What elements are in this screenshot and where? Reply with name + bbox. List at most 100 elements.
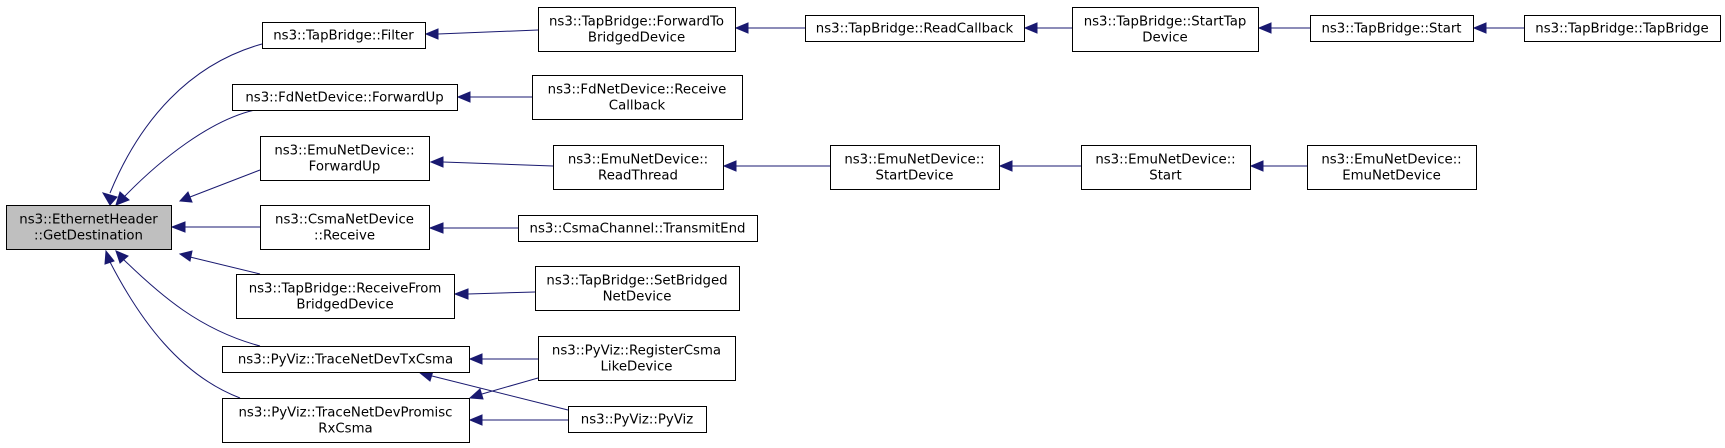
node-label: ns3::EmuNetDevice:: <box>844 153 984 168</box>
arrow-head <box>722 160 737 172</box>
node-csmarecv[interactable]: ns3::CsmaNetDevice::Receive <box>260 205 430 250</box>
node-pyviz[interactable]: ns3::PyViz::PyViz <box>568 406 707 433</box>
node-box <box>1307 145 1477 190</box>
edge-tbctor-to-tbstart <box>1472 22 1524 34</box>
edge-fdrecvcb-to-fdfwd <box>456 91 532 103</box>
node-label: Callback <box>609 99 666 114</box>
arrow-head <box>115 250 129 264</box>
edge-emuctor-to-emustart <box>1249 160 1307 172</box>
arrow-head <box>178 250 193 262</box>
edge-filter-to-root <box>101 43 263 206</box>
call-edges <box>101 22 1524 426</box>
arrow-head <box>101 192 118 206</box>
node-box <box>232 84 458 111</box>
arrow-head <box>428 222 444 234</box>
node-label: ns3::PyViz::RegisterCsma <box>552 344 721 359</box>
node-label: RxCsma <box>318 422 372 437</box>
edge-tbreadcb-to-tbfwdto <box>734 22 805 34</box>
edge-line <box>481 377 539 395</box>
arrow-head <box>429 156 444 168</box>
node-box <box>535 266 740 311</box>
node-emustartdev[interactable]: ns3::EmuNetDevice::StartDevice <box>830 145 1000 190</box>
node-label: ns3::CsmaChannel::TransmitEnd <box>530 222 746 237</box>
edge-line <box>124 109 256 197</box>
edge-line <box>437 29 539 35</box>
node-pytx[interactable]: ns3::PyViz::TraceNetDevTxCsma <box>222 346 470 373</box>
node-tbctor[interactable]: ns3::TapBridge::TapBridge <box>1524 15 1721 42</box>
edge-tbsetbr-to-tbrecv <box>453 288 536 300</box>
node-box <box>538 336 736 381</box>
node-box <box>1524 15 1721 42</box>
edge-tbrecv-to-root <box>178 250 261 275</box>
node-box <box>236 274 455 319</box>
arrow-head <box>453 288 469 300</box>
node-label: ns3::TapBridge::ReceiveFrom <box>249 282 442 297</box>
node-label: Start <box>1149 169 1181 184</box>
node-box <box>518 215 758 242</box>
node-label: BridgedDevice <box>588 31 685 46</box>
node-box <box>1081 145 1251 190</box>
node-label: LikeDevice <box>601 360 673 375</box>
edge-emufwd-to-root <box>178 169 261 203</box>
node-label: ns3::CsmaNetDevice <box>275 213 414 228</box>
node-label: ns3::TapBridge::SetBridged <box>546 274 727 289</box>
edge-emustart-to-emustartdev <box>998 160 1081 172</box>
node-label: ::GetDestination <box>34 229 143 244</box>
node-root[interactable]: ns3::EthernetHeader::GetDestination <box>6 205 172 250</box>
node-label: BridgedDevice <box>296 298 393 313</box>
node-box <box>538 7 736 52</box>
node-label: ns3::EmuNetDevice:: <box>1095 153 1235 168</box>
node-box <box>222 398 470 443</box>
node-fdfwd[interactable]: ns3::FdNetDevice::ForwardUp <box>232 84 458 111</box>
arrow-head <box>468 414 483 426</box>
node-box <box>222 346 470 373</box>
edge-line <box>189 256 261 275</box>
node-label: Device <box>1142 31 1187 46</box>
node-tbstart[interactable]: ns3::TapBridge::Start <box>1310 15 1474 42</box>
node-label: ns3::TapBridge::ReadCallback <box>816 22 1014 37</box>
arrow-head <box>1257 22 1272 34</box>
arrow-head <box>1249 160 1264 172</box>
edge-tbstarttap-to-tbreadcb <box>1023 22 1072 34</box>
node-label: ns3::TapBridge::StartTap <box>1084 15 1247 30</box>
node-label: ns3::FdNetDevice::ForwardUp <box>245 91 443 106</box>
arrow-head <box>456 91 471 103</box>
node-label: StartDevice <box>876 169 954 184</box>
node-filter[interactable]: ns3::TapBridge::Filter <box>262 22 426 49</box>
node-csmatxend[interactable]: ns3::CsmaChannel::TransmitEnd <box>518 215 758 242</box>
node-label: ::Receive <box>314 229 375 244</box>
edge-pyreg-to-pyprom <box>468 377 539 400</box>
node-box <box>262 22 426 49</box>
node-box <box>805 15 1025 42</box>
node-box <box>1310 15 1474 42</box>
node-label: ns3::PyViz::TraceNetDevTxCsma <box>238 353 453 368</box>
node-label: ns3::PyViz::PyViz <box>581 413 693 428</box>
node-emuctor[interactable]: ns3::EmuNetDevice::EmuNetDevice <box>1307 145 1477 190</box>
node-box <box>6 205 172 250</box>
node-label: ns3::FdNetDevice::Receive <box>548 83 727 98</box>
arrow-head <box>734 22 749 34</box>
node-emufwd[interactable]: ns3::EmuNetDevice::ForwardUp <box>260 136 430 181</box>
node-label: ns3::EmuNetDevice:: <box>568 153 708 168</box>
edge-line <box>431 375 569 411</box>
arrow-head <box>998 160 1013 172</box>
edge-line <box>109 43 263 194</box>
edge-line <box>109 261 241 399</box>
edge-pytx-to-root <box>115 250 261 347</box>
node-box <box>830 145 1000 190</box>
node-tbreadcb[interactable]: ns3::TapBridge::ReadCallback <box>805 15 1025 42</box>
edge-csmarecv-to-root <box>170 221 260 233</box>
node-label: ns3::EmuNetDevice:: <box>274 144 414 159</box>
node-label: ReadThread <box>598 169 678 184</box>
edge-pyviz-to-pytx <box>417 370 569 411</box>
node-emuread[interactable]: ns3::EmuNetDevice::ReadThread <box>553 145 724 190</box>
node-emustart[interactable]: ns3::EmuNetDevice::Start <box>1081 145 1251 190</box>
edge-emuread-to-emufwd <box>429 156 554 168</box>
